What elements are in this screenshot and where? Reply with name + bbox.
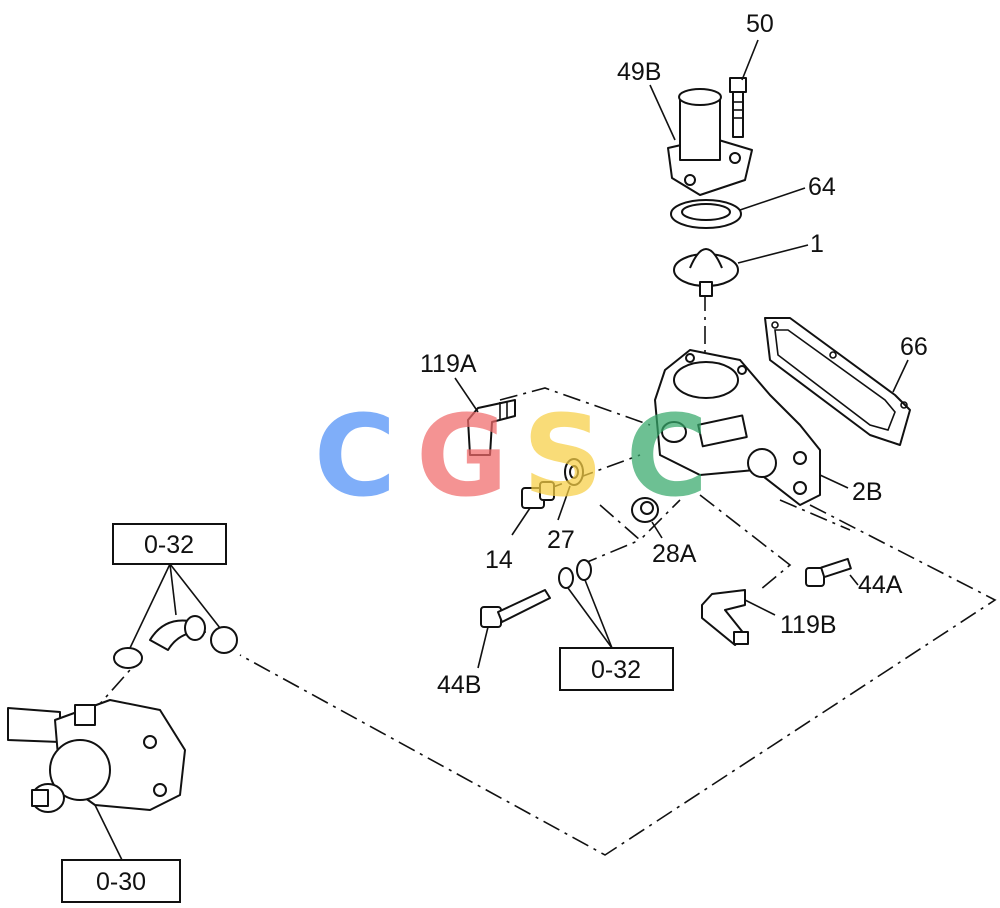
- label-64: 64: [808, 173, 836, 201]
- elbow-fitting-119a: [467, 399, 516, 456]
- hose-with-clamps: [113, 615, 238, 669]
- thermostat-housing-2b: [654, 349, 821, 506]
- label-27: 27: [547, 526, 575, 554]
- ref-box-hoses-label: 0-32: [144, 531, 194, 559]
- water-outlet-49b: [667, 88, 753, 196]
- gasket-64: [670, 199, 742, 229]
- bolt-50: [729, 77, 747, 138]
- label-14: 14: [485, 546, 513, 574]
- ref-box-hoses[interactable]: 0-32: [112, 523, 227, 565]
- label-44a: 44A: [858, 571, 903, 599]
- plug-28a: [631, 497, 659, 523]
- bolt-44b: [480, 589, 551, 628]
- watermark: C G S C: [314, 392, 708, 522]
- watermark-letter-1: C: [314, 392, 396, 522]
- dash-dot-lines: [89, 293, 997, 856]
- label-44b: 44B: [437, 671, 481, 699]
- elbow-fitting-119b: [701, 589, 749, 646]
- clip-pair: [558, 559, 592, 589]
- plug-14: [521, 481, 555, 509]
- watermark-letter-3: S: [523, 392, 604, 522]
- label-50: 50: [746, 10, 774, 38]
- part-labels: 50 49B 64 1 66 119A 2B 14 27 28A 44A 119…: [420, 10, 928, 699]
- label-66: 66: [900, 333, 928, 361]
- label-49b: 49B: [617, 58, 661, 86]
- thermostat-1: [673, 248, 739, 297]
- washer-27: [564, 458, 584, 486]
- watermark-letter-2: G: [416, 392, 508, 522]
- bolt-44a: [805, 557, 852, 587]
- gasket-66: [764, 317, 911, 446]
- watermark-letter-4: C: [626, 392, 708, 522]
- label-28a: 28A: [652, 540, 697, 568]
- label-2b: 2B: [852, 478, 883, 506]
- ref-box-pump-label: 0-30: [96, 868, 146, 896]
- leader-lines: [94, 39, 909, 861]
- label-119a: 119A: [420, 350, 477, 378]
- ref-box-clips[interactable]: 0-32: [559, 647, 674, 691]
- label-1: 1: [810, 230, 824, 258]
- label-119b: 119B: [780, 611, 837, 639]
- water-pump: [7, 699, 186, 813]
- ref-box-clips-label: 0-32: [591, 656, 641, 684]
- ref-box-pump[interactable]: 0-30: [61, 859, 181, 903]
